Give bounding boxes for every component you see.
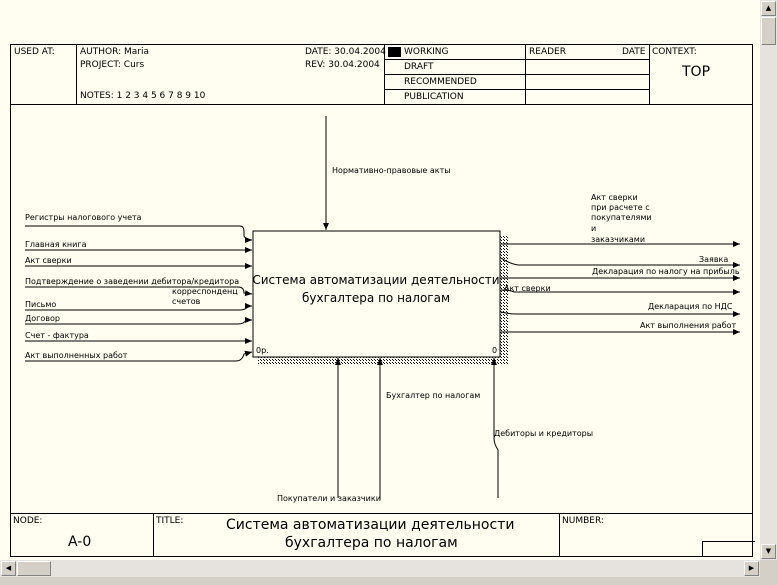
title-label: TITLE: xyxy=(156,516,184,526)
context-label: CONTEXT: xyxy=(652,47,697,57)
author-cell: AUTHOR: Maria PROJECT: Curs NOTES: 1 2 3… xyxy=(77,45,305,104)
output-label-top-0: Акт сверки xyxy=(591,193,638,202)
mechanism-label-customers: Покупатели и заказчики xyxy=(277,494,381,503)
output-label-profit-tax: Декларация по налогу на прибыль xyxy=(592,267,740,276)
input-label-reconciliation: Акт сверки xyxy=(25,256,72,265)
input-label-registry: Регистры налогового учета xyxy=(25,213,142,222)
status-recommended: RECOMMENDED xyxy=(385,75,525,90)
number-box xyxy=(702,541,755,556)
diagram-canvas[interactable]: USED AT: AUTHOR: Maria PROJECT: Curs NOT… xyxy=(0,0,760,560)
date-cell: DATE: 30.04.2004 REV: 30.04.2004 xyxy=(305,45,386,104)
node-label: NODE: xyxy=(13,516,43,526)
output-label-request: Заявка xyxy=(699,255,728,264)
diagram-header: USED AT: AUTHOR: Maria PROJECT: Curs NOT… xyxy=(11,45,752,105)
status-publication: PUBLICATION xyxy=(404,92,464,102)
date-label: DATE: 30.04.2004 xyxy=(305,47,386,57)
used-at-label: USED AT: xyxy=(14,47,55,57)
activity-number: 0 xyxy=(492,346,497,355)
output-label-top-3: и xyxy=(591,224,596,233)
output-label-vat: Декларация по НДС xyxy=(648,302,733,311)
control-label: Нормативно-правовые акты xyxy=(332,166,451,175)
idef0-diagram: Система автоматизации деятельности бухга… xyxy=(25,116,740,503)
title-line2: бухгалтера по налогам xyxy=(285,535,458,551)
number-label: NUMBER: xyxy=(562,516,604,526)
mechanism-label-debtors: Дебиторы и кредиторы xyxy=(494,429,593,438)
number-cell: NUMBER: xyxy=(560,514,755,556)
input-label-act: Акт выполненных работ xyxy=(25,351,128,360)
output-arrows[interactable]: Акт сверки при расчете с покупателями и … xyxy=(500,193,740,335)
output-label-top-1: при расчете с xyxy=(591,203,650,212)
input-label-invoice: Счет - фактура xyxy=(25,331,89,340)
node-value: A-0 xyxy=(68,534,92,550)
output-label-reconciliation: Акт сверки xyxy=(504,284,551,293)
activity-box[interactable]: Система автоматизации деятельности бухга… xyxy=(252,230,508,364)
input-label-contract: Договор xyxy=(25,314,60,323)
title-cell: TITLE: Система автоматизации деятельност… xyxy=(154,514,560,556)
reader-label: READER xyxy=(529,47,566,57)
vertical-scroll-thumb[interactable] xyxy=(761,17,776,45)
control-arrow[interactable]: Нормативно-правовые акты xyxy=(323,116,451,230)
activity-title-line1: Система автоматизации деятельности xyxy=(252,273,499,287)
input-label-correspondence1: корреспонденц xyxy=(172,287,238,296)
input-label-ledger: Главная книга xyxy=(25,240,87,249)
input-label-confirmation: Подтверждение о заведении дебитора/креди… xyxy=(25,277,239,286)
node-cell: NODE: A-0 xyxy=(11,514,154,556)
context-value: TOP xyxy=(682,64,711,80)
output-label-top-2: покупателями xyxy=(591,213,652,222)
status-bar xyxy=(0,577,778,585)
scroll-left-button[interactable]: ◀ xyxy=(1,561,16,576)
project-label: PROJECT: Curs xyxy=(80,60,145,70)
status-cell: WORKING DRAFT RECOMMENDED PUBLICATION xyxy=(385,45,526,104)
input-label-correspondence2: счетов xyxy=(172,297,201,306)
reader-date-label: DATE xyxy=(622,47,646,57)
status-marker xyxy=(388,47,401,57)
input-label-letter: Письмо xyxy=(25,300,56,309)
status-working: WORKING xyxy=(385,45,525,60)
idef0-frame: USED AT: AUTHOR: Maria PROJECT: Curs NOT… xyxy=(10,44,755,557)
activity-title-line2: бухгалтера по налогам xyxy=(302,291,450,305)
horizontal-scrollbar[interactable]: ◀ ▶ xyxy=(0,560,760,577)
output-label-top-4: заказчиками xyxy=(591,235,645,244)
scroll-right-button[interactable]: ▶ xyxy=(744,561,759,576)
mechanism-arrows[interactable]: Покупатели и заказчики Бухгалтер по нало… xyxy=(277,358,593,503)
diagram-footer: NODE: A-0 TITLE: Система автоматизации д… xyxy=(11,513,755,556)
input-arrows[interactable]: Регистры налогового учета Главная книга … xyxy=(25,213,253,362)
activity-cost: 0р. xyxy=(256,346,269,355)
notes-label: NOTES: 1 2 3 4 5 6 7 8 9 10 xyxy=(80,91,206,101)
output-label-works: Акт выполнения работ xyxy=(640,321,737,330)
used-at-cell: USED AT: xyxy=(11,45,77,104)
title-line1: Система автоматизации деятельности xyxy=(226,517,515,533)
author-label: AUTHOR: Maria xyxy=(80,47,149,57)
reader-cell: READER DATE xyxy=(526,45,650,104)
scroll-down-button[interactable]: ▼ xyxy=(761,544,776,559)
context-cell: CONTEXT: TOP xyxy=(650,45,754,104)
status-draft: DRAFT xyxy=(385,60,525,75)
mechanism-label-accountant: Бухгалтер по налогам xyxy=(386,391,480,400)
scroll-up-button[interactable]: ▲ xyxy=(761,1,776,16)
vertical-scrollbar[interactable]: ▲ ▼ xyxy=(760,0,777,560)
rev-label: REV: 30.04.2004 xyxy=(305,60,380,70)
horizontal-scroll-thumb[interactable] xyxy=(17,561,51,576)
